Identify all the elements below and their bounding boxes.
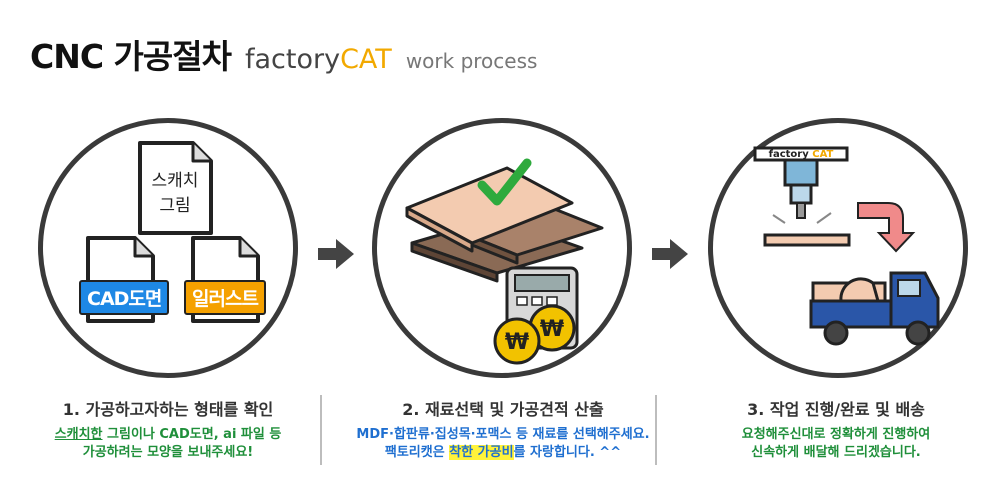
materials-calculator-illustration: ₩ ₩ [405, 158, 604, 365]
page-subtitle: work process [405, 49, 538, 73]
column-divider [320, 395, 322, 465]
step2-desc-line2b: 를 자랑합니다. ^^ [513, 445, 622, 460]
step1-description: 스캐치한 그림이나 CAD도면, ai 파일 등 가공하려는 모양을 보내주세요… [8, 426, 328, 462]
wood-board-stack-icon [405, 166, 604, 283]
machine-label: factory CAT [769, 149, 834, 160]
step3-text: 3. 작업 진행/완료 및 배송 요청해주신대로 정확하게 진행하여 신속하게 … [676, 396, 996, 462]
sketch-doc-line2: 그림 [159, 196, 190, 216]
coin-symbol: ₩ [540, 317, 564, 342]
step1-desc-line1b: 그림이나 CAD도면, ai 파일 등 [102, 427, 282, 442]
curved-arrow-icon [857, 202, 916, 253]
step2-highlight: 착한 가공비 [449, 445, 514, 460]
documents-illustration: 스캐치 그림 [86, 141, 260, 323]
brand-main: factory [244, 44, 341, 75]
step1-desc-line2: 가공하려는 모양을 보내주세요! [82, 445, 254, 460]
coin-icon: ₩ [528, 304, 576, 352]
step3-title: 3. 작업 진행/완료 및 배송 [747, 400, 925, 419]
sketch-document-icon: 스캐치 그림 [138, 141, 213, 235]
delivery-truck-icon [809, 271, 940, 346]
step2-illustration: ₩ ₩ [372, 118, 632, 378]
step2-text: 2. 재료선택 및 가공견적 산출 MDF·합판류·집성목·포맥스 등 재료를 … [343, 396, 663, 462]
next-arrow-icon [318, 239, 354, 269]
page-header: CNC 가공절차 factoryCAT work process [30, 30, 537, 80]
step3-illustration: factory CAT [708, 118, 968, 378]
step2-description: MDF·합판류·집성목·포맥스 등 재료를 선택해주세요. 팩토리캣은 착한 가… [343, 426, 663, 462]
step1-desc-line1a: 스캐치한 [54, 427, 103, 442]
brand-logo: factoryCAT [245, 44, 392, 75]
next-arrow-icon [652, 239, 688, 269]
brand-accent: CAT [340, 44, 392, 75]
step1-text: 1. 가공하고자하는 형태를 확인 스캐치한 그림이나 CAD도면, ai 파일… [8, 396, 328, 462]
cad-badge: CAD도면 [79, 280, 170, 315]
illustrator-badge: 일러스트 [184, 280, 266, 315]
cnc-machine-icon: factory CAT [753, 146, 851, 247]
cnc-delivery-illustration: factory CAT [753, 146, 940, 346]
column-divider [655, 395, 657, 465]
sketch-doc-line1: 스캐치 [152, 171, 199, 191]
step3-desc-line1: 요청해주신대로 정확하게 진행하여 [741, 427, 931, 442]
page-title: CNC 가공절차 [30, 37, 232, 76]
coin-symbol: ₩ [505, 330, 529, 355]
step1-illustration: 스캐치 그림 CAD도면 일러스트 [38, 118, 298, 378]
step2-desc-line1: MDF·합판류·집성목·포맥스 등 재료를 선택해주세요. [356, 427, 650, 442]
coin-icon: ₩ [493, 317, 541, 365]
step3-desc-line2: 신속하게 배달해 드리겠습니다. [751, 445, 921, 460]
checkmark-icon [477, 158, 532, 206]
step1-title: 1. 가공하고자하는 형태를 확인 [62, 400, 274, 419]
step2-title: 2. 재료선택 및 가공견적 산출 [402, 400, 604, 419]
step3-description: 요청해주신대로 정확하게 진행하여 신속하게 배달해 드리겠습니다. [676, 426, 996, 462]
step2-desc-line2a: 팩토리캣은 [384, 445, 450, 460]
